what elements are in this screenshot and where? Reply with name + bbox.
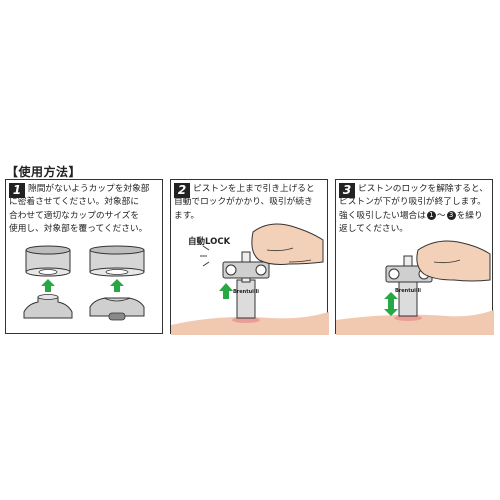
step-number: 1 xyxy=(9,183,25,198)
step-description: ピストンを上まで引き上げると 自動でロックがかかり、吸引が続き ます。 xyxy=(174,183,324,223)
section-heading: 【使用方法】 xyxy=(6,165,82,179)
up-arrow-icon xyxy=(41,279,124,292)
lock-indicator xyxy=(200,245,210,267)
step-line: 合わせて適切なカップのサイズを xyxy=(9,210,140,221)
skin-surface xyxy=(171,312,329,335)
up-down-arrow-icon xyxy=(384,292,398,316)
step-line: ます。 xyxy=(174,210,200,221)
brand-text: Brentuilli xyxy=(395,288,421,294)
cup-illustration xyxy=(23,245,145,321)
step-ref-badge: 3 xyxy=(446,210,456,220)
step-line: 返してください。 xyxy=(339,224,408,235)
skin-surface xyxy=(336,310,494,335)
step-1-panel: 1 隙間がないようカップを対象部 に密着させてください。対象部に 合わせて適切な… xyxy=(5,179,163,334)
small-cup-top xyxy=(25,245,71,277)
step-line: ピストンを上まで引き上げると xyxy=(193,184,315,194)
step-line: 使用し、対象部を覆ってください。 xyxy=(9,224,148,235)
step-line: に密着させてください。対象部に xyxy=(9,197,140,208)
step-number: 2 xyxy=(174,183,190,198)
suction-device-illustration: Brentuilli xyxy=(171,223,329,335)
step-description: 隙間がないようカップを対象部 に密着させてください。対象部に 合わせて適切なカッ… xyxy=(9,183,159,237)
brand-text: Brentuilli xyxy=(233,289,259,295)
release-device-illustration: Brentuilli xyxy=(336,240,494,335)
step-3-panel: 3 ピストンのロックを解除すると、 ピストンが下がり吸引が終了します。 強く吸引… xyxy=(335,179,494,335)
small-cup-bottom xyxy=(23,294,73,319)
step-line: 隙間がないようカップを対象部 xyxy=(28,184,150,194)
auto-lock-label: 自動LOCK xyxy=(188,237,231,247)
large-cup-bottom xyxy=(89,297,145,321)
up-arrow-icon xyxy=(219,283,233,299)
step-2-panel: 2 ピストンを上まで引き上げると 自動でロックがかかり、吸引が続き ます。 自動… xyxy=(170,179,329,335)
step-description: ピストンのロックを解除すると、 ピストンが下がり吸引が終了します。 強く吸引した… xyxy=(339,183,489,237)
step-ref-badge: 1 xyxy=(426,210,436,220)
step-line: 自動でロックがかかり、吸引が続き xyxy=(174,197,313,208)
large-cup-top xyxy=(89,245,145,277)
step-number: 3 xyxy=(339,183,355,198)
step-line: ピストンのロックを解除すると、 xyxy=(358,184,488,194)
step-line: ピストンが下がり吸引が終了します。 xyxy=(339,197,486,208)
